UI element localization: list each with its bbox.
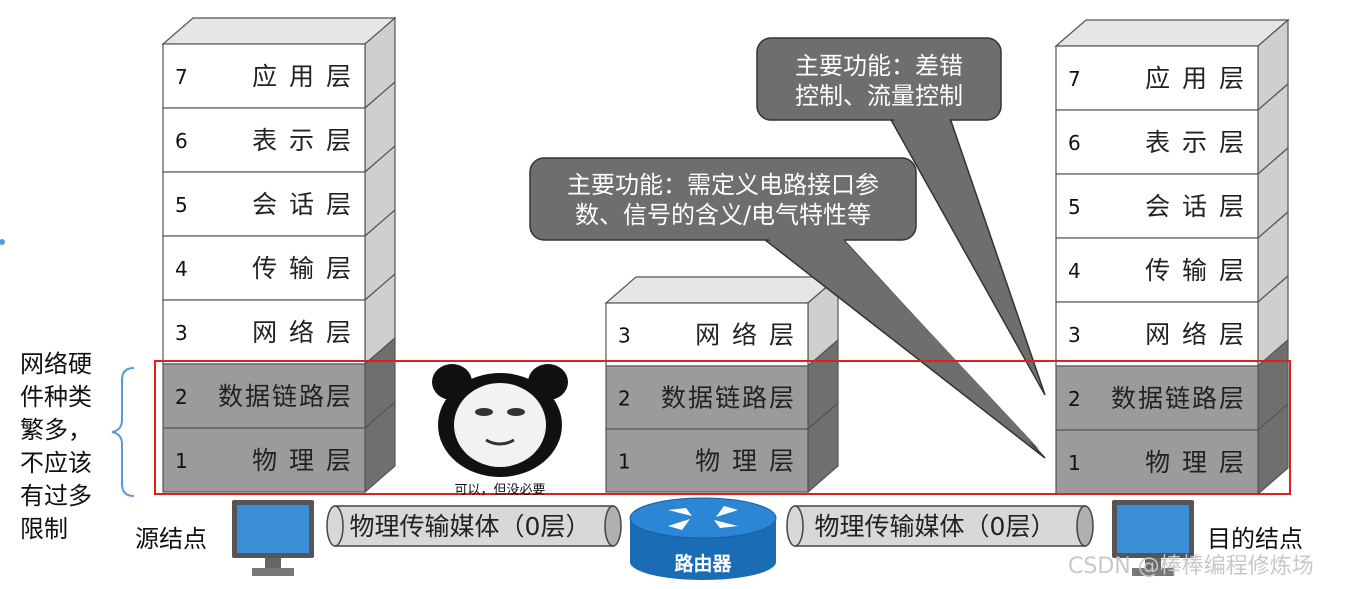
layer-number: 1: [175, 449, 188, 473]
side-note-line: 网络硬: [20, 350, 92, 378]
router-stack: 3 网 络 层 2 数据链路层 1 物 理 层: [604, 275, 840, 494]
callout-physical-line1: 主要功能：需定义电路接口参: [567, 171, 879, 199]
stack-top-face: [161, 17, 397, 45]
side-note-line: 限制: [20, 515, 68, 543]
layer-number: 4: [1068, 259, 1081, 283]
media-left: 物理传输媒体（0层）: [326, 505, 622, 547]
layer-number: 2: [1068, 387, 1081, 411]
layer-number: 7: [1068, 67, 1081, 91]
layer-box: [1055, 301, 1259, 367]
layer-box: [162, 299, 366, 365]
layer-name: 表 示 层: [252, 126, 353, 155]
layer-number: 1: [618, 450, 631, 474]
layer-name: 网 络 层: [252, 318, 353, 347]
layer-number: 3: [618, 324, 631, 348]
layer-number: 5: [1068, 195, 1081, 219]
stack-top-face: [604, 276, 840, 304]
media-right-label: 物理传输媒体（0层）: [815, 512, 1056, 541]
layer-box: [1055, 109, 1259, 175]
layer-number: 7: [175, 65, 188, 89]
layer-name: 应 用 层: [1145, 64, 1246, 93]
highlight-box: [154, 360, 1291, 495]
layer-box: [605, 428, 809, 493]
side-note-line: 件种类: [20, 383, 92, 411]
layer-name: 物 理 层: [252, 446, 353, 475]
layer-name: 数据链路层: [661, 384, 796, 413]
destination-stack: 7 应 用 层 6 表 示 层 5 会 话 层 4 传 输 层 3 网 络 层 2 数据链路层 1 物 理…: [1054, 18, 1290, 496]
layer-name: 物 理 层: [695, 447, 796, 476]
layer-name: 物 理 层: [1145, 448, 1246, 477]
side-note: 网络硬 件种类 繁多， 不应该 有过多 限制: [20, 350, 92, 543]
layer-box: [1055, 237, 1259, 303]
layer-box: [162, 171, 366, 237]
layer-box: [162, 43, 366, 109]
callout-datalink: 主要功能：差错 控制、流量控制: [756, 37, 1046, 396]
layer-number: 3: [175, 321, 188, 345]
destination-computer-icon: [1112, 500, 1194, 576]
layer-name: 数据链路层: [1111, 384, 1246, 413]
meme-caption: 可以，但没必要: [454, 483, 545, 498]
layer-box: [162, 363, 366, 429]
layer-box: [605, 302, 809, 367]
brace-icon: [111, 367, 135, 497]
callout-datalink-line2: 控制、流量控制: [795, 82, 963, 110]
layer-number: 4: [175, 257, 188, 281]
layer-name: 应 用 层: [252, 62, 353, 91]
destination-node-label: 目的结点: [1207, 525, 1303, 553]
layer-name: 网 络 层: [695, 321, 796, 350]
callout-physical: 主要功能：需定义电路接口参 数、信号的含义/电气特性等: [529, 157, 1046, 459]
layer-name: 网 络 层: [1145, 320, 1246, 349]
source-stack: 7 应 用 层 6 表 示 层 5 会 话 层 4 传 输 层 3 网 络 层 2 数据链路层 1 物 理…: [161, 16, 397, 494]
router-icon: 路由器: [629, 497, 777, 580]
layer-name: 数据链路层: [218, 382, 353, 411]
layer-number: 6: [175, 129, 188, 153]
callout-datalink-line1: 主要功能：差错: [795, 52, 963, 80]
side-note-line: 有过多: [20, 482, 92, 510]
layer-name: 会 话 层: [252, 190, 353, 219]
layer-number: 2: [175, 385, 188, 409]
layer-name: 会 话 层: [1145, 192, 1246, 221]
watermark: CSDN @棒棒编程修炼场: [1068, 554, 1314, 579]
layer-box: [605, 365, 809, 430]
layer-box: [162, 427, 366, 493]
layer-name: 表 示 层: [1145, 128, 1246, 157]
layer-number: 2: [618, 387, 631, 411]
media-right: 物理传输媒体（0层）: [786, 505, 1094, 547]
layer-name: 传 输 层: [1145, 256, 1246, 285]
layer-box: [162, 235, 366, 301]
layer-box: [1055, 429, 1259, 495]
layer-number: 3: [1068, 323, 1081, 347]
source-computer-icon: [232, 500, 314, 576]
layer-number: 5: [175, 193, 188, 217]
side-note-line: 繁多，: [20, 416, 92, 444]
side-note-line: 不应该: [20, 449, 92, 477]
source-node-label: 源结点: [135, 525, 207, 553]
media-left-label: 物理传输媒体（0层）: [350, 512, 591, 541]
router-label: 路由器: [674, 552, 732, 575]
panda-meme: 可以，但没必要: [432, 362, 568, 498]
stack-top-face: [1054, 19, 1290, 47]
callout-physical-line2: 数、信号的含义/电气特性等: [575, 201, 871, 229]
layer-number: 6: [1068, 131, 1081, 155]
layer-box: [1055, 173, 1259, 239]
layer-number: 1: [1068, 451, 1081, 475]
layer-name: 传 输 层: [252, 254, 353, 283]
dot-icon: [0, 239, 5, 245]
